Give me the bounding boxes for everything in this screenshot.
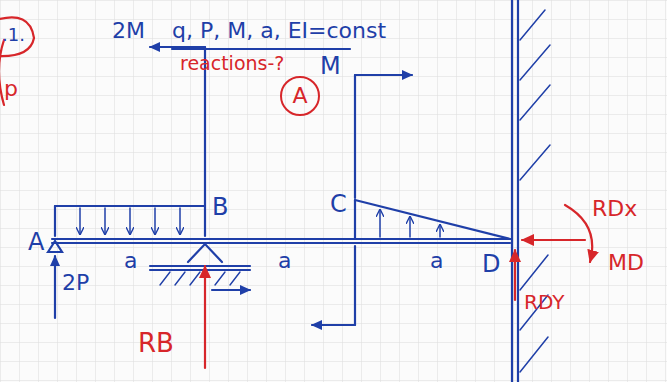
- label-text: MD: [608, 252, 644, 274]
- label-text: B: [212, 195, 228, 219]
- label-text: A: [28, 230, 44, 254]
- label-text: a: [278, 250, 291, 272]
- label-text: M: [320, 54, 341, 78]
- circled-letter: A: [280, 76, 320, 116]
- label-text: .1.: [2, 26, 25, 44]
- label-text: RB: [138, 330, 174, 356]
- label-text: a: [430, 250, 443, 272]
- label-text: D: [482, 252, 500, 276]
- label-text: 2M: [112, 20, 145, 42]
- node-text: A: [292, 85, 307, 107]
- label-text: RDY: [524, 292, 564, 312]
- label-text: p: [4, 78, 18, 100]
- label-text: RDx: [592, 198, 637, 220]
- label-text: reactions-?: [180, 54, 284, 73]
- title-text: q, P, M, a, EI=const: [172, 20, 386, 42]
- label-text: C: [330, 192, 347, 216]
- label-text: a: [124, 250, 137, 272]
- label-text: 2P: [62, 272, 89, 294]
